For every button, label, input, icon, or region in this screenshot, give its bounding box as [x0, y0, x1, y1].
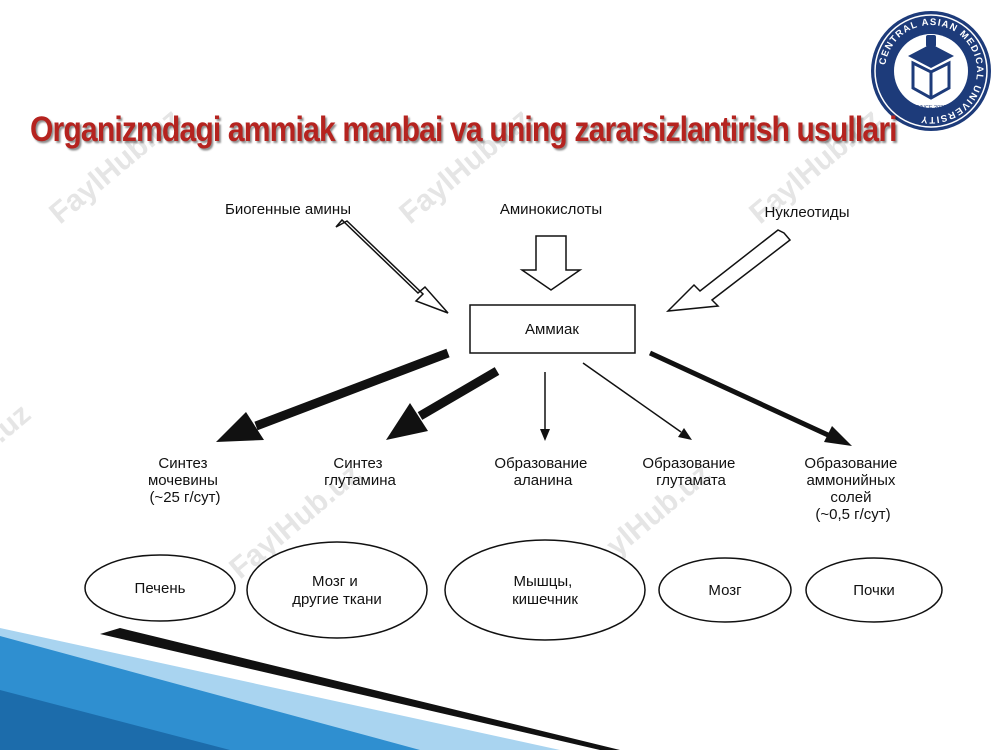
stripe-dark-blue [0, 690, 230, 750]
pathway-line: аммонийных [806, 472, 895, 489]
source-label-nucleo: Нуклеотиды [765, 204, 850, 221]
organ-kidneys [805, 557, 943, 623]
organ-label-brain-tissues: Мозг и другие ткани [292, 573, 382, 608]
organ-brain-tissues [246, 541, 428, 639]
pathway-line: Синтез [333, 455, 382, 472]
organ-label-kidneys: Почки [853, 582, 895, 599]
arrow-nucleo [665, 229, 792, 312]
source-arrows [335, 218, 792, 314]
pathway-ammonium: Образование аммонийных солей (~0,5 г/сут… [804, 455, 901, 523]
pathway-line: солей [830, 489, 871, 506]
pathway-line: Образование [642, 455, 735, 472]
pathway-arrows [216, 348, 852, 446]
pathway-urea: Синтез мочевины (~25 г/сут) [148, 455, 222, 506]
logo-emblem-icon [908, 35, 954, 100]
pathway-line: Образование [804, 455, 897, 472]
source-label-amino: Аминокислоты [500, 201, 602, 218]
ammonia-label: Аммиак [525, 321, 579, 338]
slide-title: Organizmdagi ammiak manbai va uning zara… [30, 110, 898, 149]
source-label-biogenic: Биогенные амины [225, 201, 351, 218]
pathway-glutamate: Образование глутамата [642, 455, 739, 489]
pathway-alanine: Образование аланина [494, 455, 591, 489]
pathway-line: аланина [514, 472, 573, 489]
arrow-biogenic [335, 218, 449, 314]
arrow-urea [254, 348, 450, 431]
pathway-glutamine: Синтез глутамина [324, 455, 396, 489]
arrow-glutamate [582, 362, 682, 433]
pathway-line: глутамина [324, 472, 396, 489]
arrow-glutamine [417, 367, 500, 420]
organ-muscle-gut [444, 539, 646, 641]
arrow-amino [519, 235, 583, 291]
pathway-line: Образование [494, 455, 587, 472]
organ-label-brain: Мозг [708, 582, 742, 599]
pathway-line: глутамата [656, 472, 726, 489]
arrow-ammonium [648, 350, 830, 438]
pathway-line: мочевины [148, 472, 218, 489]
pathway-line: (~25 г/сут) [149, 489, 220, 506]
organ-liver [84, 554, 236, 622]
organ-brain [658, 557, 792, 623]
pathway-line: Синтез [158, 455, 207, 472]
ammonia-box [469, 304, 636, 354]
organ-label-liver: Печень [135, 580, 186, 597]
pathway-line: (~0,5 г/сут) [815, 506, 890, 523]
organ-label-muscle-gut: Мышцы, кишечник [512, 573, 578, 608]
stripe-black [100, 628, 620, 750]
logo-since: SINCE 2022 [916, 105, 947, 111]
university-logo: CENTRAL ASIAN MEDICAL UNIVERSITY SINCE 2… [871, 11, 991, 131]
